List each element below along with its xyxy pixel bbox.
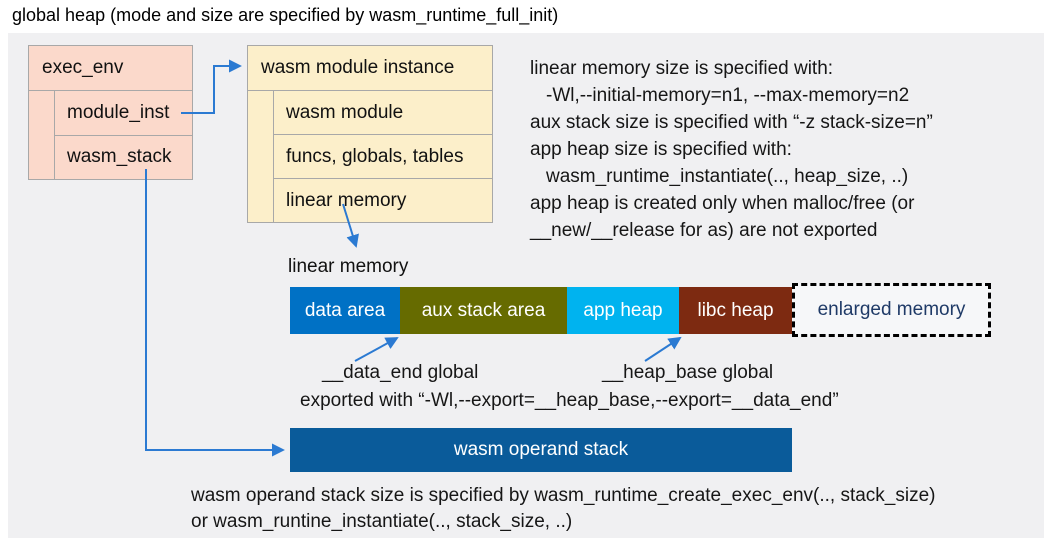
info-line: __new/__release for as) are not exported <box>530 220 878 241</box>
segment-libc-heap: libc heap <box>679 287 792 334</box>
info-line: -Wl,--initial-memory=n1, --max-memory=n2 <box>546 85 910 106</box>
page-title: global heap (mode and size are specified… <box>12 5 559 25</box>
wasm-module-instance-gutter <box>248 91 274 222</box>
wasm-operand-stack-bar: wasm operand stack <box>290 428 792 472</box>
wasm-module-instance-box: wasm module instance wasm module funcs, … <box>247 45 493 223</box>
row-funcs-globals-tables: funcs, globals, tables <box>274 135 492 179</box>
segment-aux-stack-area: aux stack area <box>400 287 567 334</box>
linear-memory-label: linear memory <box>288 256 409 277</box>
wasm-module-instance-header: wasm module instance <box>248 46 492 91</box>
info-line: aux stack size is specified with “-z sta… <box>530 112 933 133</box>
segment-data-area: data area <box>290 287 400 334</box>
info-line: app heap is created only when malloc/fre… <box>530 193 915 214</box>
info-block: linear memory size is specified with: -W… <box>530 55 933 244</box>
heap-base-global-label: __heap_base global <box>602 362 774 383</box>
segment-enlarged-memory: enlarged memory <box>792 283 991 337</box>
info-line: linear memory size is specified with: <box>530 58 834 79</box>
exec-env-row-module-inst: module_inst <box>55 91 192 136</box>
exec-env-header: exec_env <box>29 46 192 91</box>
footer-line-1: wasm operand stack size is specified by … <box>191 485 936 506</box>
info-line: wasm_runtime_instantiate(.., heap_size, … <box>546 166 909 187</box>
exec-env-box: exec_env module_inst wasm_stack <box>28 45 193 180</box>
data-end-global-label: __data_end global <box>322 362 479 383</box>
row-wasm-module: wasm module <box>274 91 492 135</box>
footer-block: wasm operand stack size is specified by … <box>191 483 936 535</box>
wasm-module-instance-body: wasm module funcs, globals, tables linea… <box>248 91 492 222</box>
exec-env-body: module_inst wasm_stack <box>29 91 192 179</box>
footer-line-2: or wasm_runtine_instantiate(.., stack_si… <box>191 511 573 532</box>
exec-env-row-wasm-stack: wasm_stack <box>67 146 172 168</box>
exported-with-label: exported with “-Wl,--export=__heap_base,… <box>300 390 839 411</box>
info-line: app heap size is specified with: <box>530 139 792 160</box>
exec-env-gutter <box>29 91 55 179</box>
row-linear-memory: linear memory <box>286 189 407 211</box>
linear-memory-bar: data area aux stack area app heap libc h… <box>290 287 792 334</box>
segment-app-heap: app heap <box>567 287 679 334</box>
